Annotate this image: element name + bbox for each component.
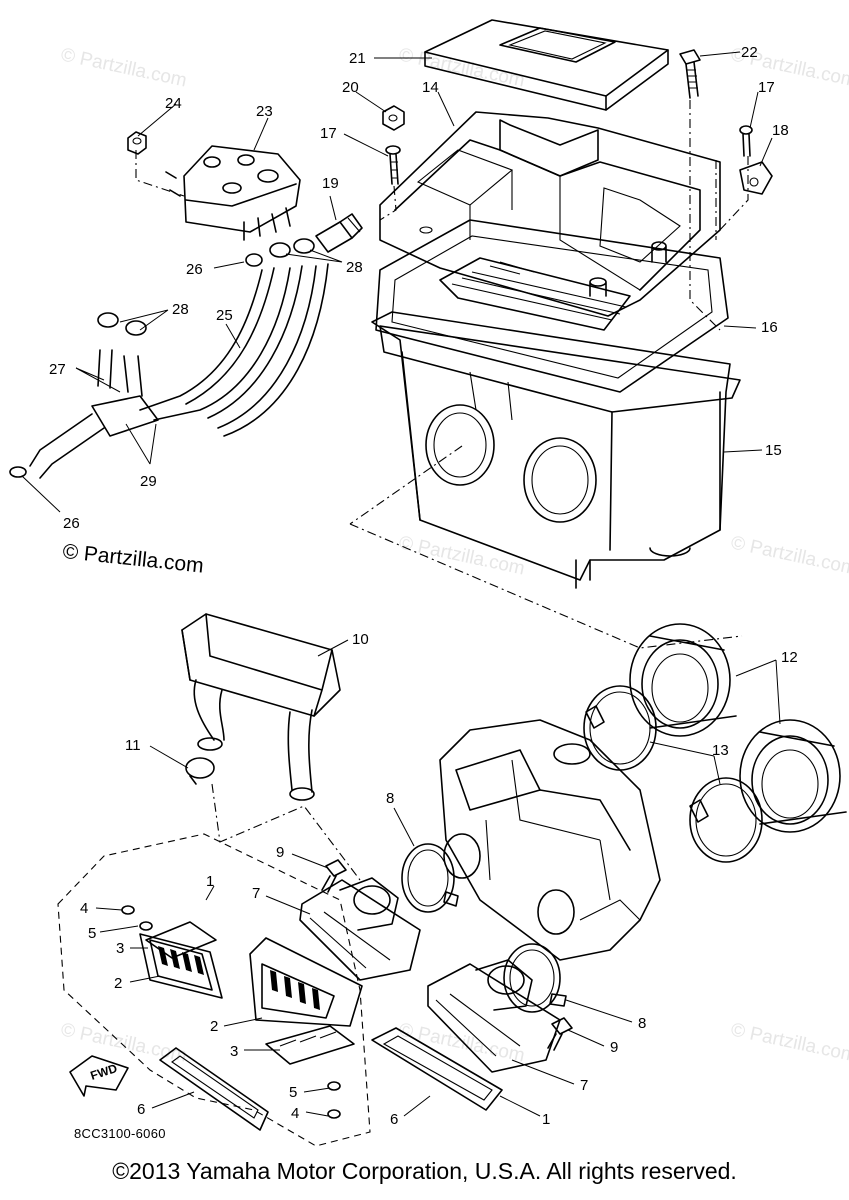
watermark-text: © Partzilla.com — [59, 1019, 189, 1066]
diagram-part-code: 8CC3100-6060 — [74, 1126, 166, 1141]
leader-lines — [21, 51, 781, 1117]
part-3-reed-stopper-right — [265, 1025, 355, 1065]
callout-numbers: 21 22 24 23 20 14 17 18 17 19 26 28 16 2… — [49, 44, 798, 1128]
part-24-nut — [127, 131, 147, 155]
callout-19: 19 — [322, 175, 339, 192]
callout-8-lower: 8 — [638, 1015, 646, 1032]
part-11-clip — [185, 757, 215, 785]
part-25-hoses — [29, 263, 329, 479]
part-15-lower-air-box — [371, 311, 741, 589]
callout-18: 18 — [772, 122, 789, 139]
watermark-text: © Partzilla.com — [729, 1019, 849, 1066]
part-22-bolt — [679, 49, 701, 99]
part-3-reed-stopper-left — [145, 921, 217, 959]
part-6-gasket-right — [371, 1027, 503, 1111]
part-26-clip-lower — [9, 466, 27, 478]
callout-4-lower: 4 — [291, 1105, 299, 1122]
part-19-sensor — [315, 213, 363, 253]
callout-9-upper: 9 — [276, 844, 284, 861]
part-13-boot-clamps — [583, 685, 763, 863]
callout-9-lower: 9 — [610, 1039, 618, 1056]
callout-27: 27 — [49, 361, 66, 378]
reed-assembly-outline — [57, 833, 371, 1147]
callout-26-upper: 26 — [186, 261, 203, 278]
fwd-label: FWD — [89, 1061, 120, 1083]
callout-24: 24 — [165, 95, 182, 112]
callout-7-upper: 7 — [252, 885, 260, 902]
part-28-clamps-upper — [269, 238, 315, 258]
callout-21: 21 — [349, 50, 366, 67]
part-6-gasket-left — [159, 1047, 269, 1131]
part-7-manifold-lower — [427, 959, 561, 1073]
part-14-upper-air-box — [379, 111, 721, 317]
part-21-box-cover-top — [424, 19, 669, 177]
callout-3-upper: 3 — [116, 940, 124, 957]
part-16-filter-gasket — [375, 219, 729, 393]
callout-17-left: 17 — [320, 125, 337, 142]
part-10-intake-duct — [181, 613, 341, 801]
callout-13: 13 — [712, 742, 729, 759]
part-23-valve-block — [165, 145, 301, 241]
callout-17-right: 17 — [758, 79, 775, 96]
callout-20: 20 — [342, 79, 359, 96]
callout-22: 22 — [741, 44, 758, 61]
part-2-reed-valve-right — [249, 937, 363, 1027]
callout-2-upper: 2 — [114, 975, 122, 992]
callout-1-upper: 1 — [206, 873, 214, 890]
watermark-text: © Partzilla.com — [397, 44, 527, 91]
callout-4-upper: 4 — [80, 900, 88, 917]
fwd-arrow-icon: FWD — [69, 1055, 129, 1097]
part-8-clamp-upper — [401, 843, 459, 913]
callout-10: 10 — [352, 631, 369, 648]
callout-2-lower: 2 — [210, 1018, 218, 1035]
assembly-center-lines — [135, 100, 749, 881]
part-12-intake-boots — [629, 623, 847, 833]
part-2-reed-valve-left — [139, 933, 223, 999]
filter-element-ribs — [451, 261, 627, 321]
watermark-text: © Partzilla.com — [397, 532, 527, 579]
callout-15: 15 — [765, 442, 782, 459]
watermark-text: © Partzilla.com — [729, 532, 849, 579]
callout-6-right: 6 — [390, 1111, 398, 1128]
watermark-text: © Partzilla.com — [397, 1019, 527, 1066]
callout-5-lower: 5 — [289, 1084, 297, 1101]
part-4-5-screws-right — [327, 1081, 341, 1119]
callout-12: 12 — [781, 649, 798, 666]
part-28-clamps-left — [97, 312, 147, 336]
copyright-notice: ©2013 Yamaha Motor Corporation, U.S.A. A… — [112, 1158, 737, 1184]
part-20-grommet — [382, 105, 405, 131]
watermark-text: © Partzilla.com — [59, 44, 189, 91]
callout-28-left: 28 — [172, 301, 189, 318]
callout-28-upper: 28 — [346, 259, 363, 276]
part-7-manifold-upper — [299, 877, 421, 981]
callout-6-left: 6 — [137, 1101, 145, 1118]
part-18-clip — [739, 161, 773, 195]
callout-7-lower: 7 — [580, 1077, 588, 1094]
callout-29: 29 — [140, 473, 157, 490]
callout-26-lower: 26 — [63, 515, 80, 532]
callout-11: 11 — [125, 737, 141, 754]
part-26-clip-upper — [245, 253, 263, 267]
carburetor-assembly — [439, 719, 661, 961]
callout-1-lower: 1 — [542, 1111, 550, 1128]
part-8-clamp-lower — [503, 943, 567, 1013]
callout-23: 23 — [256, 103, 273, 120]
callout-8-upper: 8 — [386, 790, 394, 807]
callout-3-lower: 3 — [230, 1043, 238, 1060]
callout-5-upper: 5 — [88, 925, 96, 942]
part-17-screws — [385, 125, 753, 185]
callout-14: 14 — [422, 79, 439, 96]
callout-25: 25 — [216, 307, 233, 324]
part-9-bolt-upper — [321, 859, 347, 893]
callout-16: 16 — [761, 319, 778, 336]
